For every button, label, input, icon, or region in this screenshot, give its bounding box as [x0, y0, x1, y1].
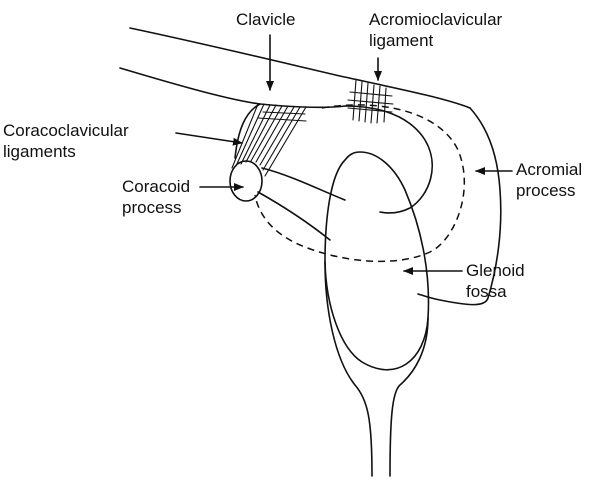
label-coracoid-line2: process [122, 197, 190, 218]
label-acromioclavicular-line2: ligament [369, 30, 502, 51]
label-acromioclavicular-line1: Acromioclavicular [369, 9, 502, 30]
label-glenoid-line2: fossa [466, 281, 525, 302]
label-coracoid-process: Coracoid process [122, 176, 190, 218]
label-coracoclavicular-line2: ligaments [3, 141, 129, 162]
label-coracoclavicular-ligaments: Coracoclavicular ligaments [3, 120, 129, 162]
label-coracoid-line1: Coracoid [122, 176, 190, 197]
glenoid-fossa-shape [325, 152, 428, 370]
clavicle-lower-edge [120, 68, 345, 107]
coracoclavicular-ligament-fibers [232, 104, 306, 176]
label-glenoid-fossa: Glenoid fossa [466, 260, 525, 302]
coracoid-arm-lower [258, 192, 330, 240]
label-glenoid-line1: Glenoid [466, 260, 525, 281]
label-acromial-line1: Acromial [516, 159, 582, 180]
scapula-neck-left [325, 262, 372, 476]
acromial-inner-edge [345, 106, 432, 213]
hidden-outline-dashed [255, 105, 464, 261]
label-acromioclavicular-ligament: Acromioclavicular ligament [369, 9, 502, 51]
label-clavicle-text: Clavicle [236, 9, 296, 30]
label-acromial-line2: process [516, 180, 582, 201]
coracoid-process-shape [230, 161, 262, 201]
label-coracoclavicular-line1: Coracoclavicular [3, 120, 129, 141]
label-acromial-process: Acromial process [516, 159, 582, 201]
coracoclavicular-arrow [176, 133, 242, 143]
scapula-neck-right [390, 318, 428, 476]
label-clavicle: Clavicle [236, 9, 296, 30]
